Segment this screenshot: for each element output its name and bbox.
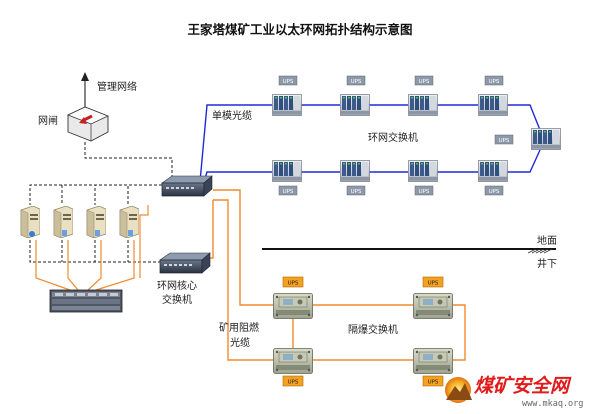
gateway-device (67, 106, 109, 142)
underground-label: 井下 (537, 257, 557, 270)
ring-switch-label: 环网交换机 (368, 131, 418, 144)
ring-switch-bottom-2: UPS (340, 160, 370, 196)
explosion-proof-switch-1: UPS (273, 276, 313, 319)
ups-label: UPS (428, 380, 439, 386)
gateway-label: 网闸 (38, 114, 58, 127)
ring-core-switch-bottom (159, 252, 211, 274)
single-mode-fiber-label: 单模光缆 (212, 109, 252, 122)
ring-switch-bottom-3: UPS (408, 160, 438, 196)
ring-core-switch-label-1: 环网核心 (157, 279, 197, 292)
ups-label: UPS (428, 281, 439, 287)
mountain-sun-logo-icon (445, 377, 472, 403)
explosion-proof-switch-4: UPS (413, 348, 453, 387)
ground-line (262, 248, 556, 254)
ring-switch-top-4: UPS (478, 75, 508, 116)
single-mode-fiber-ring (199, 104, 541, 196)
storage-array (49, 289, 123, 313)
ups-label: UPS (351, 189, 362, 195)
ring-switch-bottom-4: UPS (478, 160, 508, 196)
gateway-arrow-icon (79, 114, 93, 124)
watermark-brand: 煤矿安全网 (474, 375, 572, 397)
ring-switch-right: UPS (494, 128, 561, 150)
gateway-core-link (84, 142, 173, 182)
ups-label: UPS (499, 138, 510, 144)
ups-label: UPS (288, 281, 299, 287)
explosion-proof-switch-label: 隔爆交换机 (348, 323, 398, 336)
server-3 (86, 206, 106, 238)
ring-switch-top-3: UPS (408, 75, 438, 116)
explosion-proof-switch-2: UPS (413, 276, 453, 319)
server-links (29, 184, 176, 263)
watermark-url: www.mkaq.org (522, 399, 583, 409)
server-1 (20, 206, 40, 238)
ring-core-switch-label-2: 交换机 (162, 293, 192, 306)
ups-label: UPS (419, 79, 430, 85)
watermark: 煤矿安全网 www.mkaq.org (445, 375, 583, 409)
ring-switch-bottom-1: UPS (272, 160, 302, 196)
ups-label: UPS (283, 79, 294, 85)
ring-switch-top-1: UPS (272, 75, 302, 116)
storage-links (35, 205, 149, 291)
ups-label: UPS (283, 189, 294, 195)
ups-label: UPS (288, 380, 299, 386)
server-4 (119, 206, 139, 238)
management-uplink (81, 72, 89, 112)
ups-label: UPS (351, 79, 362, 85)
mine-fiber-label-1: 矿用阻燃 (219, 321, 259, 334)
mine-fiber-ring (203, 189, 466, 361)
ups-label: UPS (489, 189, 500, 195)
ups-label: UPS (489, 79, 500, 85)
server-2 (53, 206, 73, 238)
ring-core-switch-top (161, 175, 213, 197)
management-network-label: 管理网络 (97, 80, 137, 93)
mine-fiber-label-2: 光缆 (230, 336, 250, 349)
ups-label: UPS (419, 189, 430, 195)
diagram-title: 王家塔煤矿工业以太环网拓扑结构示意图 (187, 22, 412, 37)
surface-label: 地面 (537, 234, 557, 247)
explosion-proof-switch-3: UPS (273, 348, 313, 387)
ring-switch-top-2: UPS (340, 75, 370, 116)
